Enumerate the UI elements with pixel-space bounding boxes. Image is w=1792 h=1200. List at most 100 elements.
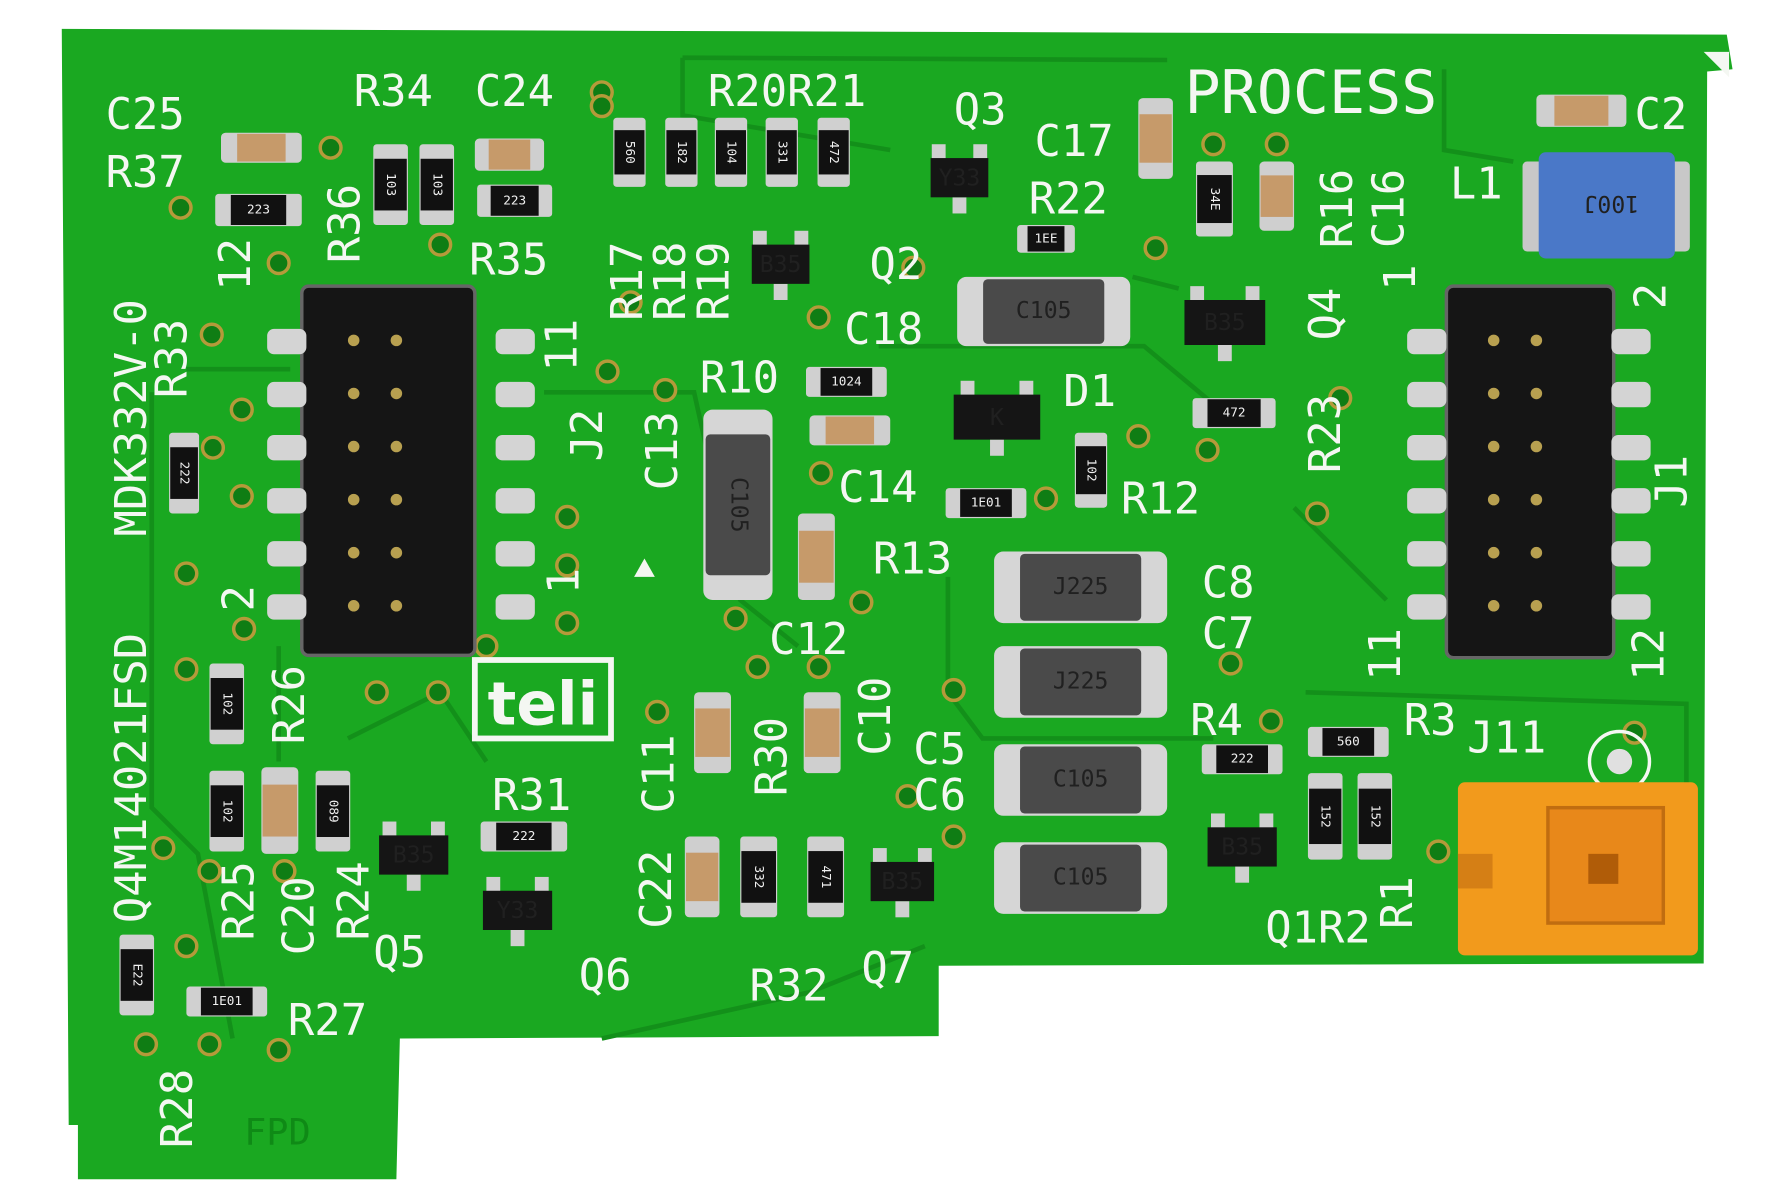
component-marking: 223: [503, 192, 526, 207]
component-marking: E22: [130, 964, 145, 987]
via: [645, 699, 670, 725]
component-res: 222: [480, 821, 568, 852]
vias: [133, 80, 1647, 1063]
silk-label-r35: R35: [469, 235, 548, 286]
via: [901, 255, 926, 280]
inductor-marking: 100J: [1584, 190, 1640, 216]
via: [806, 654, 831, 680]
component-res: 471: [807, 836, 845, 918]
silk-label-r13: R13: [873, 533, 952, 584]
component-marking: 332: [752, 865, 767, 888]
component-cap: [221, 132, 302, 163]
component-marking: 102: [220, 692, 235, 715]
silk-label-r3: R3: [1404, 695, 1457, 746]
via: [364, 680, 389, 705]
teli-logo: teli: [471, 657, 614, 742]
silk-label-r20r21: R20R21: [708, 66, 866, 117]
component-sot: B35: [1207, 813, 1277, 883]
component-marking: 1EE: [1035, 230, 1058, 245]
component-res: 331: [765, 117, 798, 187]
component-cap: [694, 692, 731, 774]
silk-label-r25: R25: [213, 861, 264, 940]
connector-pin: [267, 328, 307, 355]
via: [1218, 651, 1243, 676]
via: [618, 290, 643, 315]
component-res: 104: [714, 117, 748, 187]
component-res: 182: [665, 117, 698, 187]
component-marking: 222: [512, 828, 535, 843]
component-marking: 471: [819, 865, 834, 888]
via: [595, 359, 620, 384]
via: [174, 934, 199, 959]
component-marking: Y33: [497, 898, 539, 924]
silk-label-q4: Q4: [1300, 288, 1351, 341]
via: [1258, 709, 1284, 734]
silk-label-r23: R23: [1300, 394, 1351, 473]
connector-pin: [495, 435, 535, 461]
silk-label-r22: R22: [1029, 173, 1108, 224]
component-marking: 104: [724, 141, 739, 164]
via: [589, 94, 614, 119]
connector-pin: [495, 328, 535, 355]
component-marking: 1024: [831, 373, 862, 388]
connector-pin: [267, 381, 307, 408]
silk-label-l1: L1: [1450, 158, 1503, 209]
silk-label-j1pin2: 2: [1626, 283, 1677, 309]
via: [1328, 385, 1353, 411]
component-big: C105: [994, 842, 1168, 914]
silk-label-j1: J1: [1646, 455, 1697, 508]
silk-label-j1pin11: 11: [1360, 628, 1411, 681]
silk-label-q5: Q5: [373, 927, 426, 978]
silk-label-c6: C6: [913, 770, 966, 821]
silk-label-q7: Q7: [861, 943, 914, 994]
component-res: 102: [1074, 432, 1108, 508]
component-res: 560: [613, 117, 646, 187]
component-marking: 472: [1223, 405, 1246, 420]
via: [1305, 501, 1330, 526]
component-res: 222: [1201, 744, 1283, 775]
connector-pin: [1611, 328, 1651, 355]
via: [428, 232, 453, 257]
component-res: 1E01: [186, 986, 268, 1017]
connector-pin: [1407, 488, 1447, 514]
component-cap: [1536, 94, 1627, 127]
via: [1195, 437, 1220, 463]
component-marking: 103: [384, 173, 399, 196]
via: [806, 305, 831, 330]
via: [174, 657, 199, 682]
via: [229, 397, 254, 422]
connector-pin: [267, 488, 307, 514]
component-marking: 331: [775, 141, 790, 164]
component-res: 152: [1357, 773, 1393, 860]
silk-label-r19: R19: [689, 242, 740, 321]
silk-label-r4: R4: [1190, 695, 1243, 746]
component-big: C105: [703, 409, 773, 600]
connector-j1: [1407, 284, 1651, 660]
component-marking: 34E: [1208, 188, 1223, 211]
component-marking: 222: [1231, 751, 1254, 766]
component-res: 332: [740, 836, 778, 918]
silk-label-j2pin2: 2: [213, 585, 264, 611]
via: [849, 590, 874, 615]
component-cap: [684, 836, 720, 918]
silk-label-r27: R27: [288, 995, 367, 1046]
via: [555, 504, 580, 530]
component-big: J225: [994, 646, 1168, 718]
component-sot: B35: [751, 230, 810, 300]
part-number: MDK332V-0: [106, 299, 157, 536]
component-cap: [474, 138, 545, 171]
silk-label-c22: C22: [631, 850, 682, 929]
component-marking: C105: [1016, 298, 1072, 324]
component-res: 1E01: [945, 488, 1027, 519]
component-big: J225: [994, 551, 1168, 624]
silk-label-r1: R1: [1372, 876, 1423, 929]
component-res: 102: [209, 770, 245, 852]
silk-label-c2: C2: [1634, 89, 1687, 140]
silk-label-r16: R16: [1312, 169, 1363, 248]
process-label: PROCESS: [1184, 58, 1437, 128]
component-marking: 102: [1085, 459, 1100, 482]
via: [723, 606, 748, 631]
via: [151, 835, 176, 861]
via: [941, 824, 966, 849]
silk-label-r12: R12: [1121, 473, 1200, 524]
